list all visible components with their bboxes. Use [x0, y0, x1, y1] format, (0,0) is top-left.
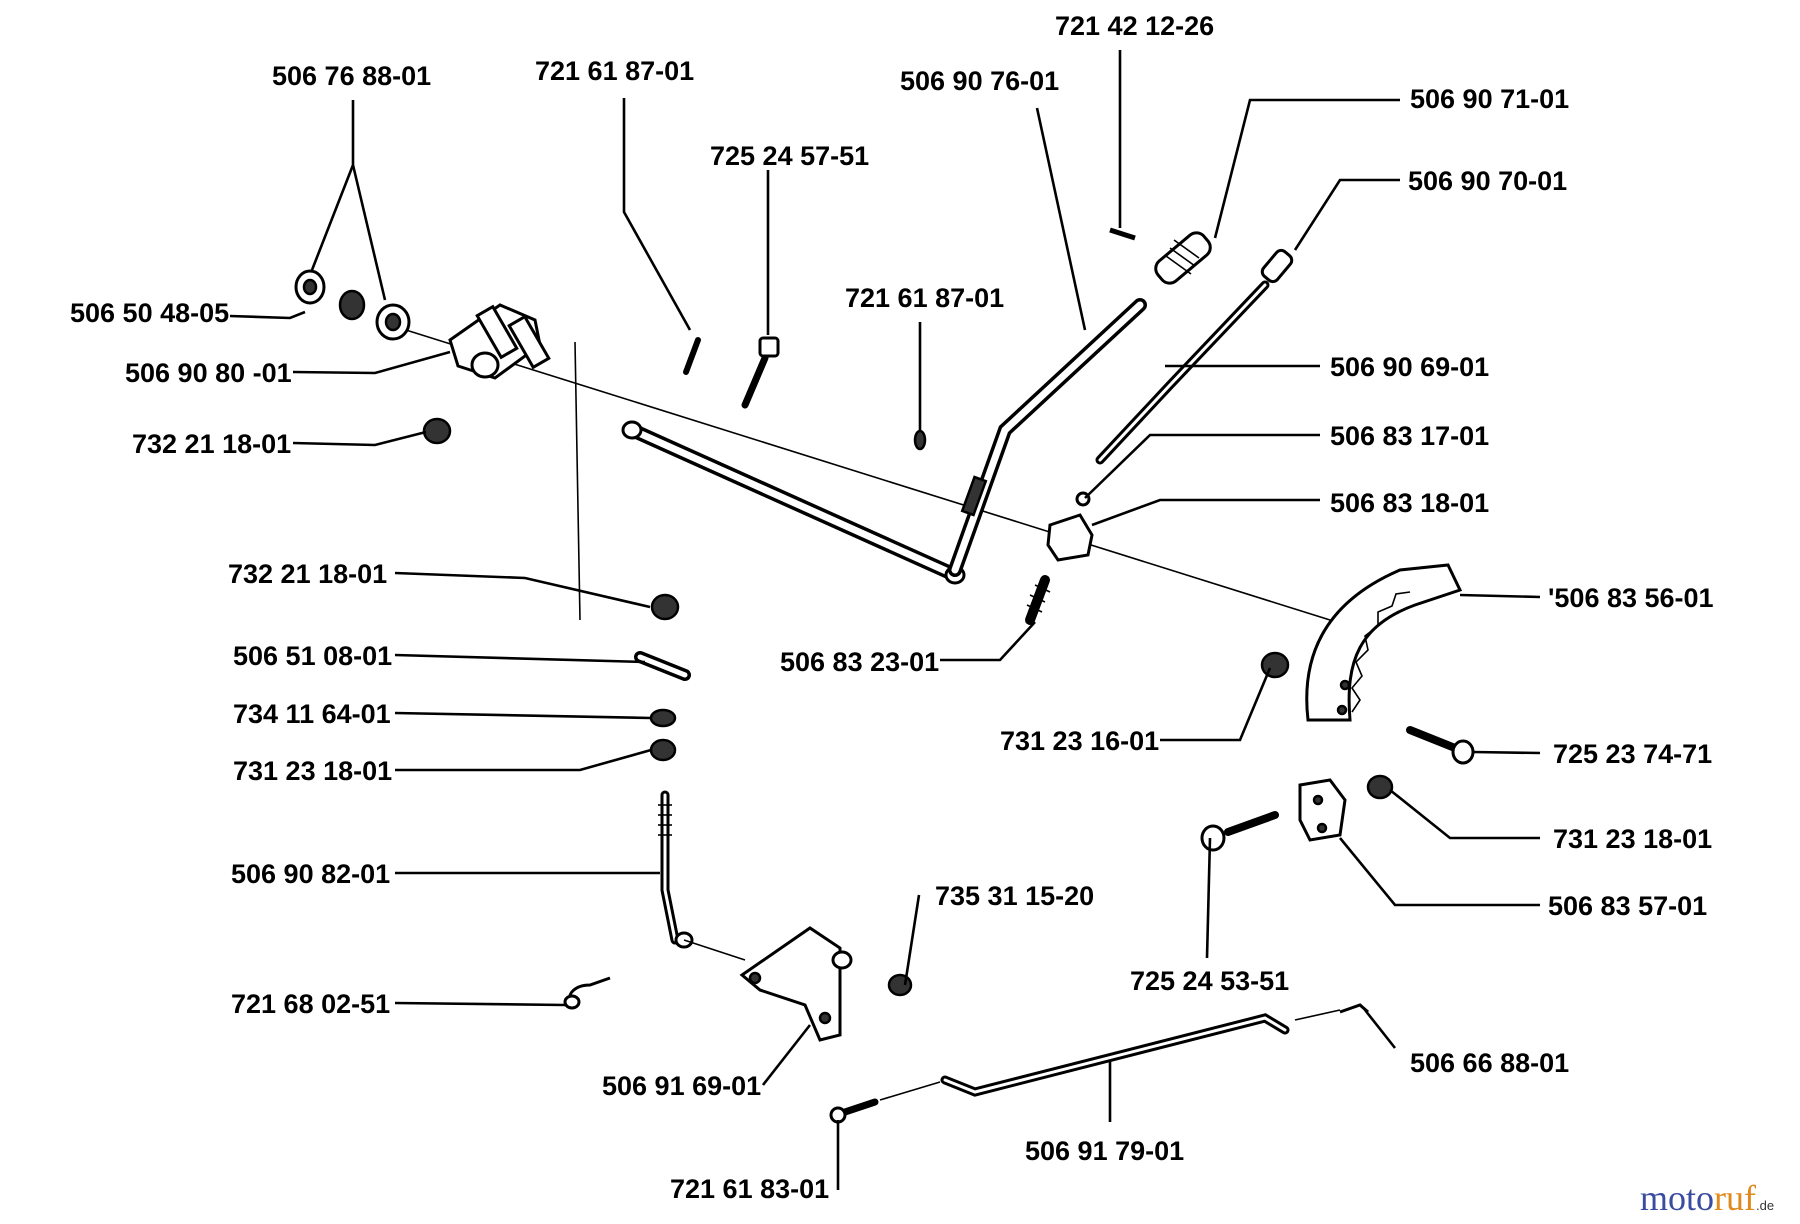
- label-725-23-74-71: 725 23 74-71: [1553, 739, 1712, 769]
- link-line-bottom-2: [1294, 1009, 1341, 1021]
- handle-grip: [1154, 231, 1212, 285]
- screw-top: [1109, 227, 1136, 241]
- label-731-23-18-01-a: 731 23 18-01: [233, 756, 392, 786]
- label-506-50-48-05: 506 50 48-05: [70, 298, 229, 328]
- label-721-61-83-01: 721 61 83-01: [670, 1174, 829, 1204]
- label-506-90-80-01: 506 90 80 -01: [125, 358, 292, 388]
- label-721-42-12-26: 721 42 12-26: [1055, 11, 1214, 41]
- watermark-suffix: .de: [1756, 1198, 1774, 1213]
- leader-lines: [229, 50, 1541, 1190]
- watermark-logo: motoruf.de: [1640, 1178, 1774, 1218]
- part-labels: 721 42 12-26 506 76 88-01 721 61 87-01 5…: [70, 11, 1714, 1204]
- pin-shaft-3: [913, 429, 927, 451]
- label-734-11-64-01: 734 11 64-01: [233, 699, 391, 729]
- label-506-83-57-01: 506 83 57-01: [1548, 891, 1707, 921]
- label-731-23-18-01-b: 731 23 18-01: [1553, 824, 1712, 854]
- label-506-91-79-01: 506 91 79-01: [1025, 1136, 1184, 1166]
- bolt-clamp: [1200, 811, 1279, 852]
- label-506-91-69-01: 506 91 69-01: [602, 1071, 761, 1101]
- nut-lower: [650, 593, 680, 621]
- long-bottom-rod: [940, 1013, 1290, 1097]
- spring: [1025, 575, 1051, 625]
- pin: [634, 651, 691, 681]
- label-506-66-88-01: 506 66 88-01: [1410, 1048, 1569, 1078]
- label-506-90-69-01: 506 90 69-01: [1330, 352, 1489, 382]
- angle-lever: [739, 926, 853, 1042]
- vertical-rod: [658, 790, 680, 945]
- nut-angle: [887, 973, 913, 997]
- label-506-83-23-01: 506 83 23-01: [780, 647, 939, 677]
- washer-lower: [649, 708, 677, 728]
- label-506-83-56-01: '506 83 56-01: [1548, 583, 1714, 613]
- clamp-block: [1298, 778, 1347, 842]
- label-506-83-18-01: 506 83 18-01: [1330, 488, 1489, 518]
- bolt-shaft-2: [741, 336, 780, 409]
- link-line: [683, 939, 746, 961]
- label-506-83-17-01: 506 83 17-01: [1330, 421, 1489, 451]
- label-506-90-76-01: 506 90 76-01: [900, 66, 1059, 96]
- axis-line-vertical: [574, 341, 581, 621]
- pivot-bracket: [448, 303, 551, 380]
- label-506-76-88-01: 506 76 88-01: [272, 61, 431, 91]
- control-cable: [1095, 248, 1294, 465]
- label-721-61-87-01-b: 721 61 87-01: [845, 283, 1004, 313]
- label-506-90-71-01: 506 90 71-01: [1410, 84, 1569, 114]
- label-735-31-15-20: 735 31 15-20: [935, 881, 1094, 911]
- label-721-61-87-01-a: 721 61 87-01: [535, 56, 694, 86]
- small-clip-right: [1339, 1003, 1369, 1014]
- small-bolt-bottom: [829, 1098, 879, 1124]
- label-731-23-16-01: 731 23 16-01: [1000, 726, 1159, 756]
- screw-shaft-1: [683, 337, 701, 375]
- label-506-90-82-01: 506 90 82-01: [231, 859, 390, 889]
- watermark-part2: ruf: [1714, 1178, 1756, 1218]
- bent-lever: [948, 298, 1147, 577]
- nut-washer-group: [294, 269, 411, 341]
- watermark-part1: moto: [1640, 1178, 1714, 1218]
- main-shaft: [621, 420, 966, 585]
- label-506-90-70-01: 506 90 70-01: [1408, 166, 1567, 196]
- label-732-21-18-01-a: 732 21 18-01: [132, 429, 291, 459]
- svg-text:motoruf.de: motoruf.de: [1640, 1178, 1774, 1218]
- link-line-bottom: [879, 1081, 941, 1101]
- axis-line-main: [389, 324, 1331, 621]
- parts-drawing: [294, 227, 1475, 1124]
- nut-clamp: [1366, 774, 1394, 800]
- nut-left: [422, 417, 452, 445]
- label-506-51-08-01: 506 51 08-01: [233, 641, 392, 671]
- nut-sector: [1260, 651, 1290, 679]
- spring-clip: [563, 976, 611, 1010]
- label-725-24-57-51: 725 24 57-51: [710, 141, 869, 171]
- nut-lower-2: [649, 738, 677, 762]
- toothed-sector: [1305, 563, 1463, 722]
- label-732-21-18-01-b: 732 21 18-01: [228, 559, 387, 589]
- bolt-sector: [1406, 726, 1475, 765]
- label-721-68-02-51: 721 68 02-51: [231, 989, 390, 1019]
- label-725-24-53-51: 725 24 53-51: [1130, 966, 1289, 996]
- connector-block: [1046, 513, 1094, 562]
